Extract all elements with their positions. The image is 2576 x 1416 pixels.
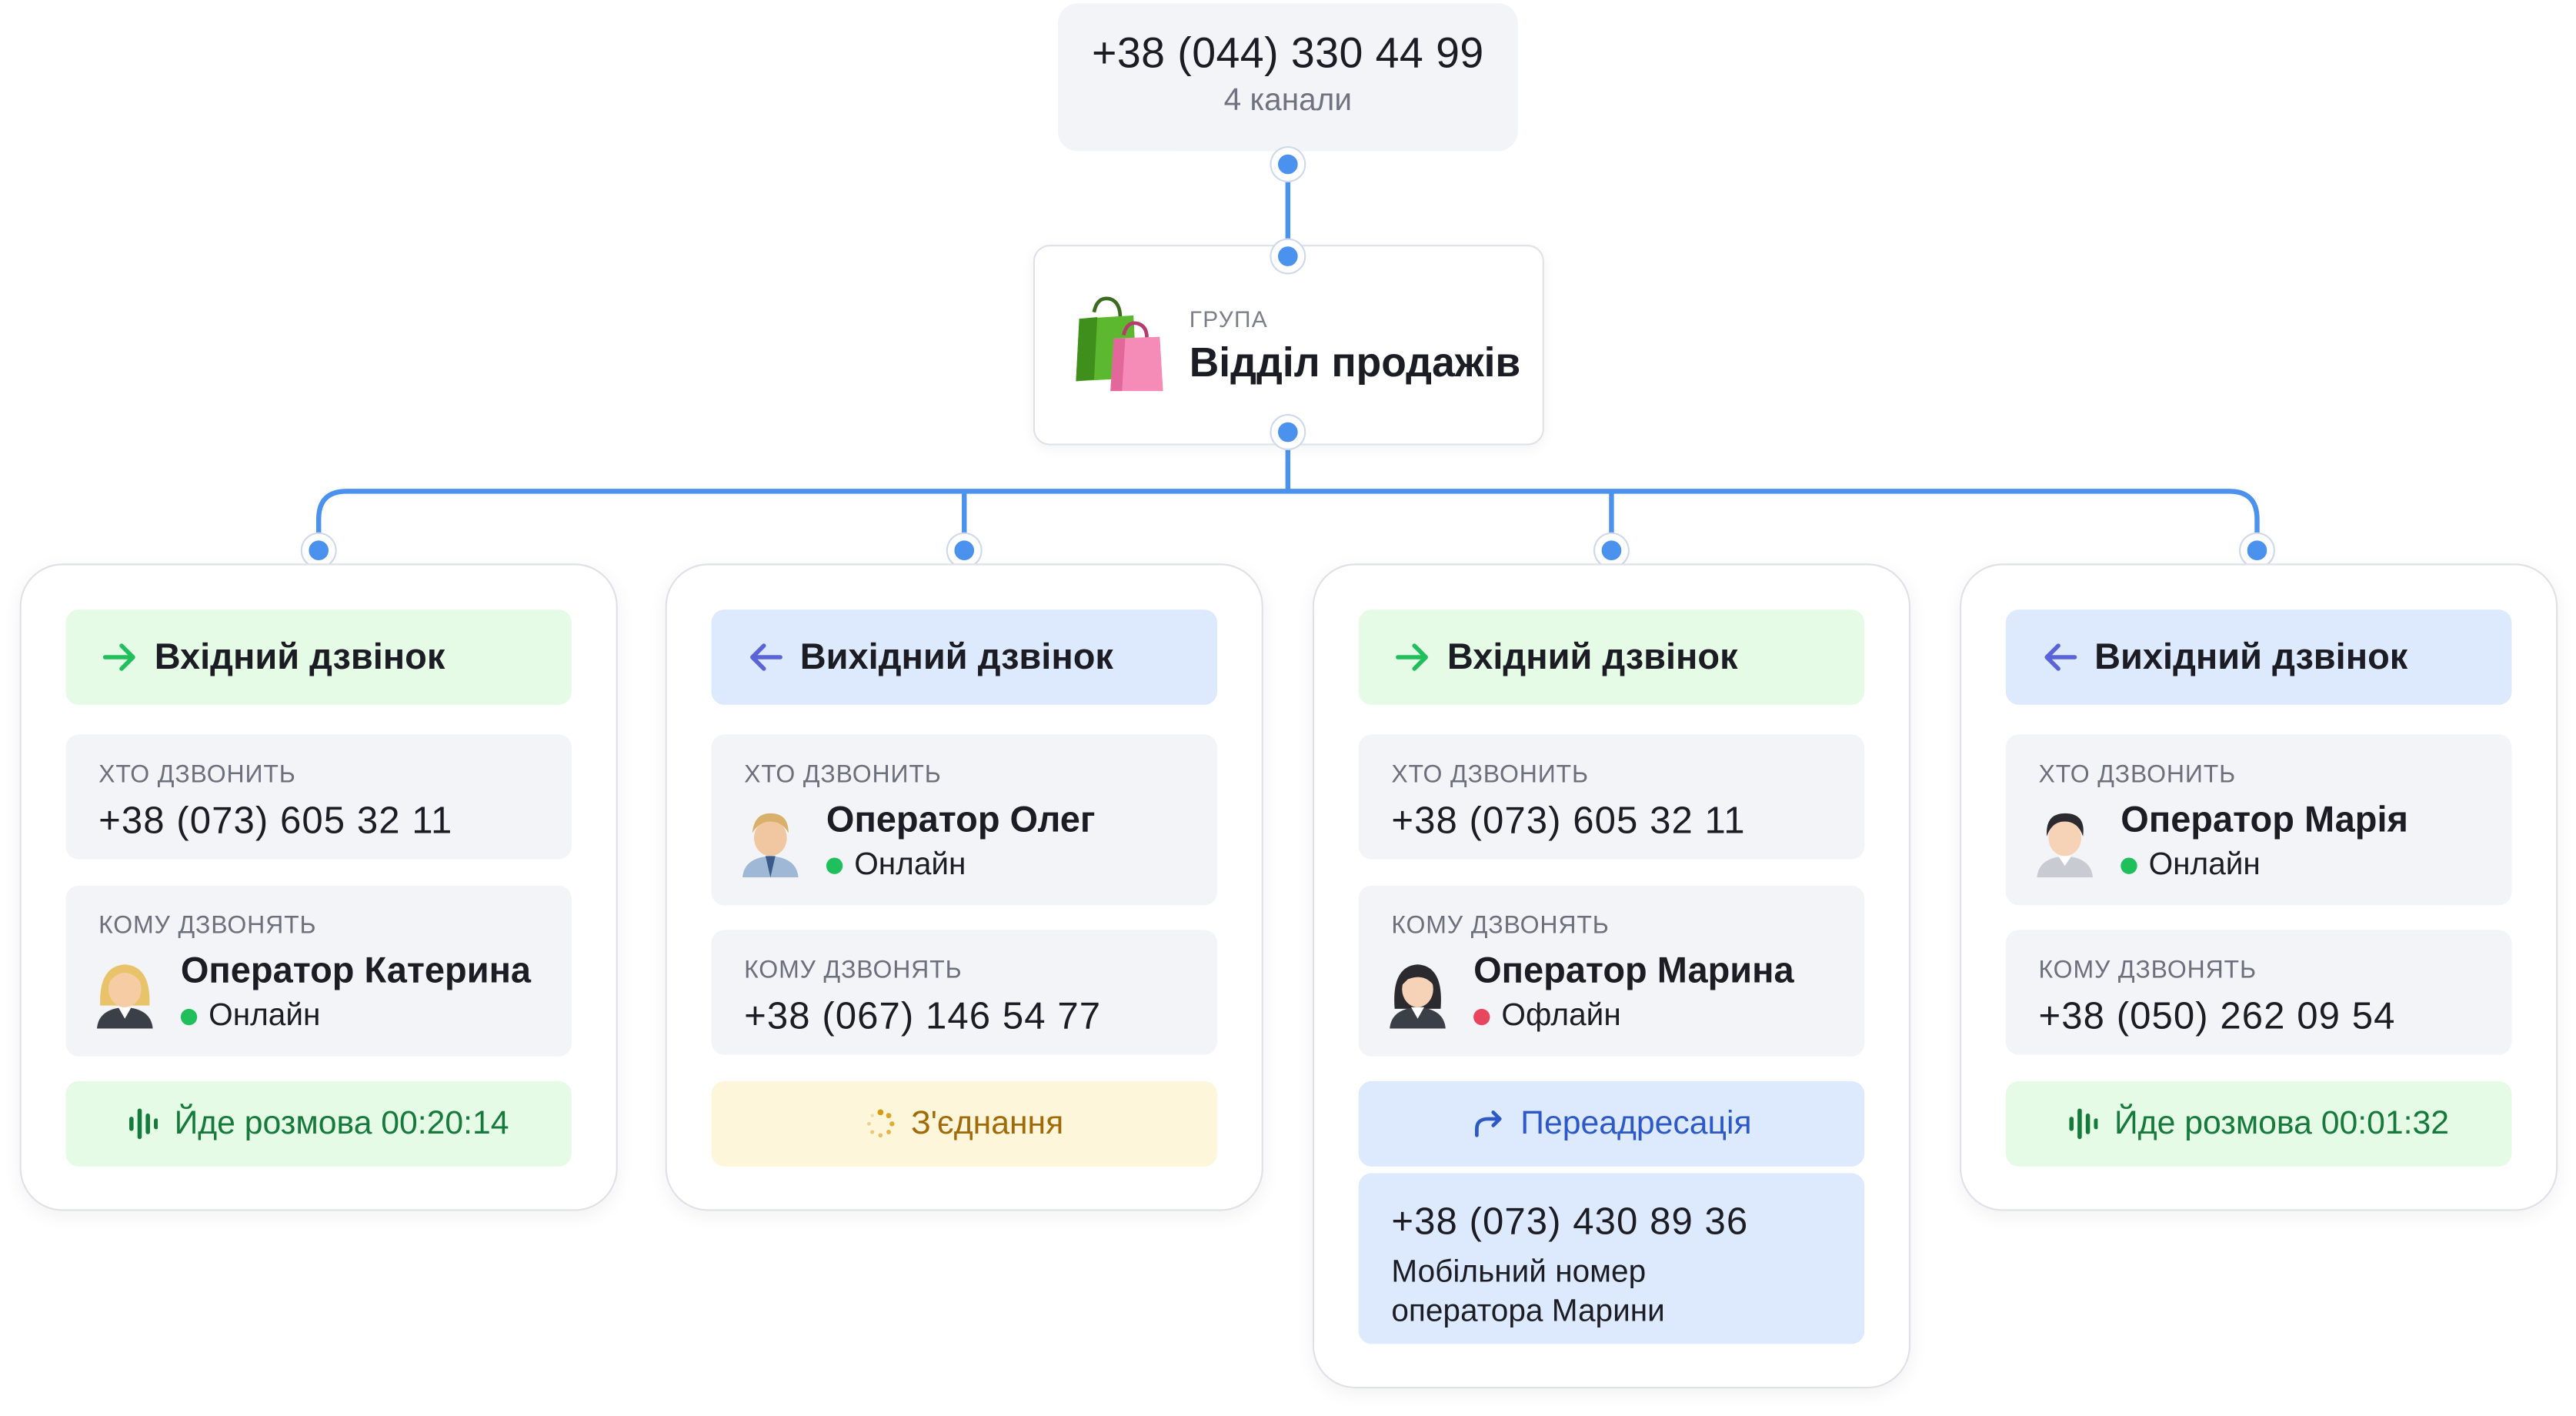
online-status-dot: [180, 1008, 198, 1026]
group-box[interactable]: ГРУПА Відділ продажів: [1033, 245, 1544, 446]
call-card-1[interactable]: Вхідний дзвінок ХТО ДЗВОНИТЬ +38 (073) 6…: [19, 563, 618, 1211]
shopping-bags-icon: [1076, 296, 1163, 392]
call-status-bar: Йде розмова 00:20:14: [65, 1080, 572, 1167]
arrow-right-icon: [1396, 643, 1428, 671]
call-direction-label: Вихідний дзвінок: [2094, 636, 2408, 677]
call-direction-label: Вхідний дзвінок: [154, 636, 445, 677]
forward-phone: +38 (073) 430 89 36: [1391, 1199, 1749, 1243]
operator-avatar-icon: [742, 813, 799, 878]
forward-description-line: Мобільний номер: [1391, 1255, 1647, 1290]
operator-name: Оператор Марія: [2121, 798, 2408, 840]
arrow-left-icon: [750, 643, 782, 671]
call-card-3[interactable]: Вхідний дзвінок ХТО ДЗВОНИТЬ +38 (073) 6…: [1312, 563, 1911, 1389]
callee-box: КОМУ ДЗВОНЯТЬ +38 (067) 146 54 77: [711, 930, 1218, 1055]
group-label: ГРУПА: [1189, 306, 1269, 332]
call-direction-header: Вхідний дзвінок: [1358, 609, 1865, 705]
caller-box: ХТО ДЗВОНИТЬ Оператор Марія Онлайн: [2005, 734, 2512, 906]
caller-phone: +38 (073) 605 32 11: [98, 798, 453, 842]
status-text: Онлайн: [209, 999, 321, 1034]
operator-avatar-icon: [2037, 813, 2093, 878]
call-status-bar: З'єднання: [711, 1080, 1218, 1167]
arrow-left-icon: [2044, 643, 2077, 671]
online-status-dot: [2121, 857, 2137, 874]
trunk-number-box: +38 (044) 330 44 99 4 канали: [1057, 3, 1518, 152]
caller-label: ХТО ДЗВОНИТЬ: [744, 760, 942, 789]
call-direction-header: Вхідний дзвінок: [65, 609, 572, 705]
forward-description: Мобільний номер оператора Марини: [1359, 1254, 1865, 1332]
status-text: Офлайн: [1501, 999, 1621, 1034]
operator-status: Онлайн: [2121, 848, 2408, 884]
caller-label: ХТО ДЗВОНИТЬ: [98, 760, 296, 789]
operator-status: Офлайн: [1473, 999, 1794, 1035]
offline-status-dot: [1473, 1008, 1490, 1026]
operator-avatar-icon: [96, 964, 153, 1029]
connector-dot: [1271, 148, 1305, 181]
forward-target-box: +38 (073) 430 89 36 Мобільний номер опер…: [1358, 1173, 1865, 1344]
call-direction-header: Вихідний дзвінок: [711, 609, 1218, 705]
call-status-text: Йде розмова 00:20:14: [174, 1104, 509, 1141]
connector-dot: [2241, 533, 2274, 567]
callee-box: КОМУ ДЗВОНЯТЬ Оператор Марина Офлайн: [1358, 885, 1865, 1057]
call-direction-label: Вхідний дзвінок: [1446, 636, 1738, 677]
group-name: Відділ продажів: [1189, 339, 1521, 386]
status-text: Онлайн: [854, 847, 966, 883]
callee-label: КОМУ ДЗВОНЯТЬ: [2038, 956, 2257, 984]
spinner-icon: [866, 1109, 894, 1138]
connector-dot: [1271, 416, 1305, 449]
caller-box: ХТО ДЗВОНИТЬ Оператор Олег Онлайн: [711, 734, 1218, 906]
callee-label: КОМУ ДЗВОНЯТЬ: [744, 956, 963, 984]
call-status-bar: Переадресація: [1358, 1080, 1865, 1167]
arrow-right-icon: [102, 643, 135, 671]
operator-avatar-icon: [1390, 964, 1446, 1029]
call-status-text: Переадресація: [1520, 1104, 1752, 1141]
trunk-number: +38 (044) 330 44 99: [1092, 28, 1484, 78]
call-card-2[interactable]: Вихідний дзвінок ХТО ДЗВОНИТЬ Оператор О…: [665, 563, 1263, 1211]
connector-dot: [302, 533, 335, 567]
callee-label: КОМУ ДЗВОНЯТЬ: [1391, 911, 1610, 940]
call-direction-header: Вихідний дзвінок: [2005, 609, 2512, 705]
operator-name: Оператор Марина: [1473, 950, 1794, 991]
callee-phone: +38 (050) 262 09 54: [2038, 994, 2396, 1037]
operator-name: Оператор Олег: [826, 798, 1096, 840]
connector-dot: [947, 533, 981, 567]
forward-arrow-icon: [1474, 1110, 1501, 1137]
caller-box: ХТО ДЗВОНИТЬ +38 (073) 605 32 11: [65, 734, 572, 860]
sound-wave-icon: [129, 1108, 158, 1140]
caller-label: ХТО ДЗВОНИТЬ: [2038, 760, 2237, 789]
sound-wave-icon: [2069, 1108, 2098, 1140]
connector-dot: [1595, 533, 1628, 567]
callee-phone: +38 (067) 146 54 77: [744, 994, 1102, 1037]
call-status-bar: Йде розмова 00:01:32: [2005, 1080, 2512, 1167]
forward-description-line: оператора Марини: [1391, 1294, 1665, 1330]
call-direction-label: Вихідний дзвінок: [799, 636, 1113, 677]
caller-label: ХТО ДЗВОНИТЬ: [1391, 760, 1589, 789]
call-status-text: З'єднання: [910, 1104, 1064, 1141]
callee-box: КОМУ ДЗВОНЯТЬ Оператор Катерина Онлайн: [65, 885, 572, 1057]
online-status-dot: [826, 857, 843, 874]
call-status-text: Йде розмова 00:01:32: [2114, 1104, 2449, 1141]
caller-phone: +38 (073) 605 32 11: [1391, 798, 1746, 842]
callee-box: КОМУ ДЗВОНЯТЬ +38 (050) 262 09 54: [2005, 930, 2512, 1055]
call-card-4[interactable]: Вихідний дзвінок ХТО ДЗВОНИТЬ Оператор М…: [1960, 563, 2558, 1211]
status-text: Онлайн: [2148, 847, 2261, 883]
callee-label: КОМУ ДЗВОНЯТЬ: [98, 911, 317, 940]
caller-box: ХТО ДЗВОНИТЬ +38 (073) 605 32 11: [1358, 734, 1865, 860]
trunk-channels: 4 канали: [1223, 83, 1353, 119]
operator-status: Онлайн: [180, 999, 531, 1035]
operator-status: Онлайн: [826, 848, 1096, 884]
operator-name: Оператор Катерина: [180, 950, 532, 991]
connector-dot: [1271, 239, 1305, 273]
